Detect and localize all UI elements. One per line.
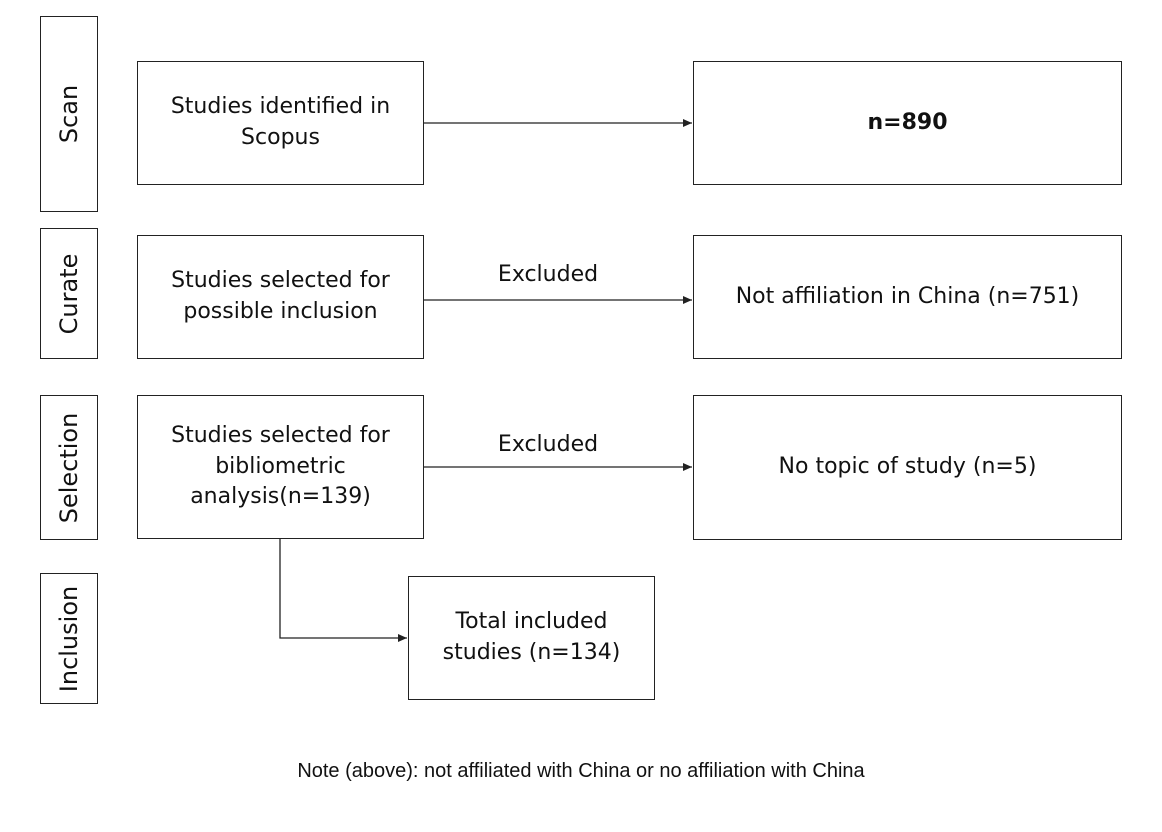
edge-label-curate-excluded: Excluded	[497, 262, 599, 287]
box-no-topic-text: No topic of study (n=5)	[778, 454, 1037, 480]
box-possible-inclusion: Studies selected for possible inclusion	[137, 235, 424, 359]
edge-label-selection-excluded: Excluded	[497, 432, 599, 457]
box-studies-identified: Studies identified in Scopus	[137, 61, 424, 185]
box-n890: n=890	[693, 61, 1122, 185]
stage-curate: Curate	[40, 228, 98, 359]
arrow-inclusion	[279, 539, 407, 642]
box-studies-identified-text: Studies identified in Scopus	[170, 94, 391, 150]
box-not-affiliation: Not affiliation in China (n=751)	[693, 235, 1122, 359]
stage-inclusion: Inclusion	[40, 573, 98, 704]
stage-scan: Scan	[40, 16, 98, 212]
box-not-affiliation-text: Not affiliation in China (n=751)	[735, 283, 1080, 309]
box-bibliometric: Studies selected for bibliometric analys…	[137, 395, 424, 539]
box-n890-text: n=890	[867, 109, 948, 135]
box-no-topic: No topic of study (n=5)	[693, 395, 1122, 540]
box-total-included-text: Total included studies (n=134)	[442, 609, 621, 665]
box-possible-inclusion-text: Studies selected for possible inclusion	[171, 268, 390, 324]
box-bibliometric-text: Studies selected for bibliometric analys…	[171, 422, 390, 510]
footnote: Note (above): not affiliated with China …	[297, 760, 865, 782]
stage-selection: Selection	[40, 395, 98, 540]
box-total-included: Total included studies (n=134)	[408, 576, 655, 700]
